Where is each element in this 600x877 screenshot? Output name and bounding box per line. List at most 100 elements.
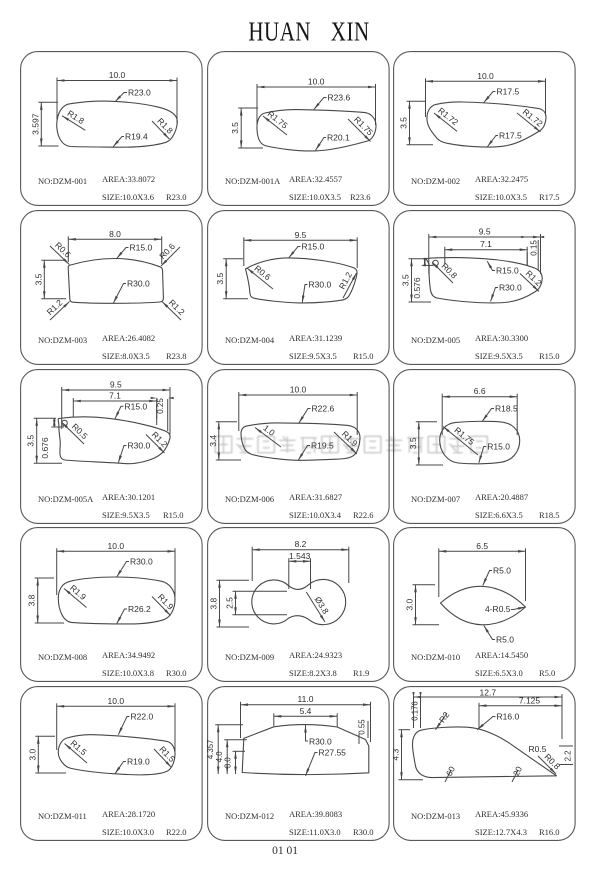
svg-text:R0.6: R0.6 [53,240,73,260]
svg-text:4-R0.5: 4-R0.5 [485,604,511,614]
svg-text:AREA:28.1720: AREA:28.1720 [102,809,155,819]
svg-text:10.0: 10.0 [477,71,494,81]
svg-text:R19.4: R19.4 [125,132,148,142]
svg-text:10.0: 10.0 [108,696,125,706]
svg-text:4.357: 4.357 [207,740,215,760]
svg-text:3.4: 3.4 [207,435,217,447]
svg-text:3.597: 3.597 [30,113,40,135]
svg-text:R22.0: R22.0 [131,712,154,722]
svg-text:NO:DZM-009: NO:DZM-009 [225,652,274,662]
svg-text:R15.0: R15.0 [487,442,510,452]
svg-text:R16.0: R16.0 [496,712,519,722]
svg-text:R22.0: R22.0 [166,827,187,837]
svg-text:R2: R2 [436,710,451,725]
svg-text:R15.0: R15.0 [125,401,148,411]
svg-text:R27.55: R27.55 [318,748,346,758]
svg-text:SIZE:9.5X3.5: SIZE:9.5X3.5 [289,351,337,361]
svg-text:0.55: 0.55 [357,719,366,735]
svg-text:AREA:45.9336: AREA:45.9336 [475,809,528,819]
svg-text:R15.0: R15.0 [496,266,519,276]
svg-text:R15.0: R15.0 [130,243,153,253]
svg-text:R30.0: R30.0 [130,557,153,567]
svg-text:R18.5: R18.5 [495,404,518,414]
svg-text:R30.0: R30.0 [127,279,150,289]
svg-text:SIZE:11.0X3.0: SIZE:11.0X3.0 [289,827,341,837]
svg-text:R5.0: R5.0 [493,566,511,576]
svg-text:AREA:32.4557: AREA:32.4557 [289,174,342,184]
svg-text:R23.8: R23.8 [166,351,187,361]
svg-text:AREA:30.1201: AREA:30.1201 [102,492,155,502]
svg-text:NO:DZM-010: NO:DZM-010 [411,652,460,662]
svg-text:NO:DZM-005: NO:DZM-005 [411,335,460,345]
svg-text:R23.6: R23.6 [327,93,350,103]
svg-text:20: 20 [510,764,523,777]
svg-text:R19.0: R19.0 [127,757,150,767]
svg-text:R22.6: R22.6 [353,510,374,520]
svg-text:10.0: 10.0 [108,541,125,551]
svg-text:NO:DZM-003: NO:DZM-003 [38,335,87,345]
svg-text:R17.5: R17.5 [499,131,522,141]
svg-text:R1.9: R1.9 [68,583,88,602]
svg-text:2.5: 2.5 [224,597,234,609]
svg-text:AREA:26.4082: AREA:26.4082 [102,333,155,343]
svg-text:0.576: 0.576 [412,277,422,299]
svg-text:R1.9: R1.9 [353,668,369,678]
svg-text:R20.1: R20.1 [327,133,350,143]
svg-text:R30.0: R30.0 [353,827,374,837]
svg-text:AREA:20.4887: AREA:20.4887 [475,492,528,502]
svg-text:R23.6: R23.6 [350,192,371,202]
svg-text:0.25: 0.25 [156,398,165,414]
svg-text:3.5: 3.5 [407,437,417,449]
svg-text:R0.5: R0.5 [70,421,90,441]
svg-text:R23.0: R23.0 [166,192,187,202]
svg-text:R15.0: R15.0 [163,510,184,520]
svg-text:R0.8: R0.8 [439,261,459,281]
svg-text:R23.0: R23.0 [128,88,151,98]
svg-text:3.8: 3.8 [208,598,218,610]
svg-text:3.5: 3.5 [26,435,36,447]
svg-text:R1.2: R1.2 [45,297,65,317]
svg-text:SIZE:10.0X3.5: SIZE:10.0X3.5 [475,192,527,202]
svg-text:SIZE:6.6X3.5: SIZE:6.6X3.5 [475,510,523,520]
svg-text:R5.0: R5.0 [539,668,555,678]
svg-text:R15.0: R15.0 [353,351,374,361]
svg-text:SIZE:10.0X3.4: SIZE:10.0X3.4 [289,510,342,520]
svg-text:R0.5: R0.5 [528,744,546,754]
svg-text:60: 60 [443,764,456,777]
svg-text:0.15: 0.15 [529,240,538,256]
svg-text:AREA:24.9323: AREA:24.9323 [289,650,342,660]
svg-text:NO:DZM-004: NO:DZM-004 [225,335,275,345]
svg-text:R1.8: R1.8 [155,116,175,136]
svg-text:AREA:32.2475: AREA:32.2475 [475,174,528,184]
svg-text:R1.9: R1.9 [156,592,176,612]
svg-text:4.0: 4.0 [215,751,224,763]
svg-text:AREA:14.5450: AREA:14.5450 [475,650,528,660]
svg-text:R0.6: R0.6 [157,241,177,261]
svg-text:R17.5: R17.5 [496,87,519,97]
svg-text:R18.5: R18.5 [539,510,560,520]
svg-text:R16.0: R16.0 [539,827,560,837]
svg-text:R1.2: R1.2 [336,270,353,291]
svg-text:R30.0: R30.0 [309,737,332,747]
svg-text:R5.0: R5.0 [496,635,514,645]
svg-text:NO:DZM-011: NO:DZM-011 [38,811,87,821]
svg-text:3.5: 3.5 [400,274,410,286]
svg-text:0.676: 0.676 [40,437,50,459]
svg-text:7.1: 7.1 [480,239,492,249]
svg-text:NO:DZM-012: NO:DZM-012 [225,811,274,821]
svg-text:NO:DZM-005A: NO:DZM-005A [38,494,94,504]
svg-text:1.543: 1.543 [289,551,311,561]
svg-text:Ø3.8: Ø3.8 [312,595,330,616]
svg-text:12.7: 12.7 [479,688,496,698]
svg-text:NO:DZM-006: NO:DZM-006 [225,494,274,504]
svg-text:R15.0: R15.0 [539,351,560,361]
svg-text:SIZE:9.5X3.5: SIZE:9.5X3.5 [475,351,523,361]
svg-text:SIZE:8.0X3.5: SIZE:8.0X3.5 [102,351,150,361]
svg-text:7.125: 7.125 [518,696,540,706]
svg-text:3.5: 3.5 [398,117,408,129]
svg-text:6.5: 6.5 [476,541,488,551]
svg-text:SIZE:8.2X3.8: SIZE:8.2X3.8 [289,668,337,678]
svg-text:NO:DZM-013: NO:DZM-013 [411,811,460,821]
svg-text:6.6: 6.6 [473,386,485,396]
svg-text:SIZE:10.0X3.8: SIZE:10.0X3.8 [102,668,154,678]
